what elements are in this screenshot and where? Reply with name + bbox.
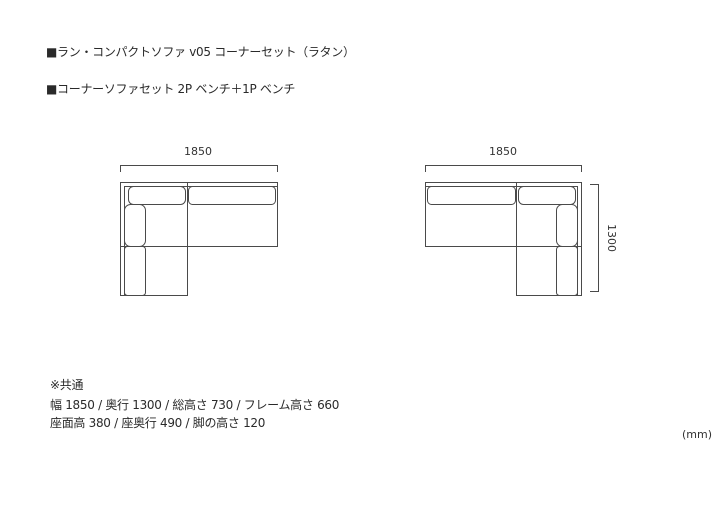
left-arm-cushions — [124, 204, 146, 296]
spec-heading: ※共通 — [50, 378, 84, 392]
right-depth-dimension-line — [590, 184, 599, 292]
left-width-label: 1850 — [184, 145, 212, 158]
right-width-label: 1850 — [489, 145, 517, 158]
left-back-cushions — [128, 186, 276, 205]
spec-line-2: 座面高 380 / 座奥行 490 / 脚の高さ 120 — [50, 416, 266, 430]
unit-label: (mm) — [682, 428, 713, 441]
spec-line-1: 幅 1850 / 奥行 1300 / 総高さ 730 / フレーム高さ 660 — [50, 398, 340, 412]
product-title: ■ラン・コンパクトソファ v05 コーナーセット（ラタン） — [46, 45, 355, 59]
right-back-cushions — [427, 186, 576, 205]
left-width-dimension-line — [120, 165, 278, 172]
right-width-dimension-line — [425, 165, 582, 172]
right-arm-cushions — [556, 204, 578, 296]
set-title: ■コーナーソファセット 2P ベンチ＋1P ベンチ — [46, 82, 296, 96]
left-sofa-frame — [120, 182, 278, 296]
right-sofa-frame — [425, 182, 582, 296]
